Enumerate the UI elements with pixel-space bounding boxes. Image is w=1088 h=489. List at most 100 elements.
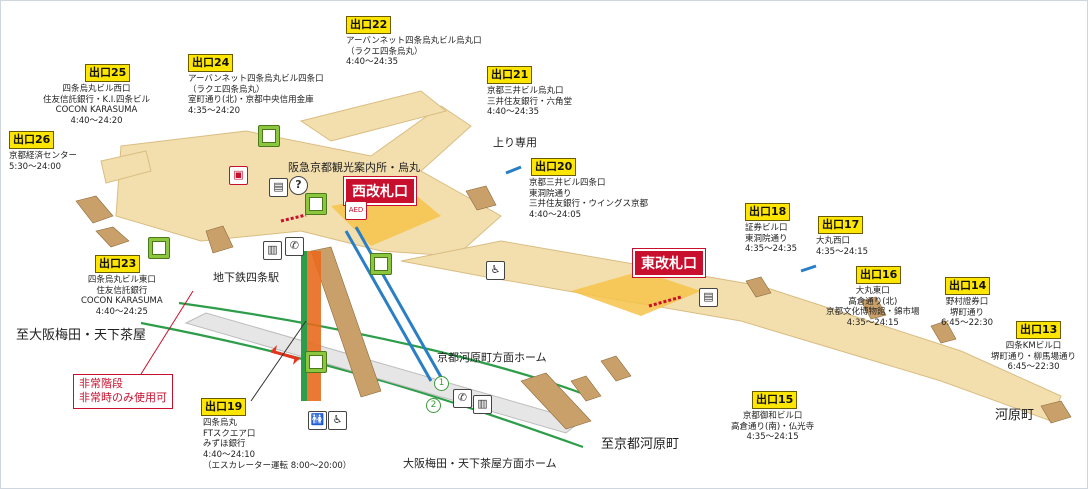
exit-23-line: 住友信託銀行 bbox=[96, 285, 148, 296]
exit-19-info: 四条烏丸 FTスクエア口 みずほ銀行 4:40～24:10 （エスカレーター運転… bbox=[203, 418, 351, 471]
exit-13-line: 6:45～22:30 bbox=[1007, 362, 1060, 373]
exit-22-line: 4:40～24:35 bbox=[346, 57, 399, 68]
exit-26-line: 5:30～24:00 bbox=[9, 161, 62, 172]
elevator-icon[interactable] bbox=[305, 351, 327, 373]
elevator-icon[interactable] bbox=[370, 253, 392, 275]
exit-19-line: FTスクエア口 bbox=[203, 428, 256, 439]
subway-shaft-green bbox=[301, 251, 307, 401]
west-gate-label[interactable]: 西改札口 bbox=[343, 176, 417, 206]
to-osaka-label: 至大阪梅田・天下茶屋 bbox=[16, 328, 147, 343]
platform-locker-icon[interactable]: ▥ bbox=[473, 395, 492, 414]
exit-19-badge[interactable]: 出口19 bbox=[201, 398, 247, 416]
emergency-stairs-note: 非常階段 非常時のみ使用可 bbox=[73, 374, 173, 409]
exit-19-line: 4:40～24:10 bbox=[203, 449, 256, 460]
exit-13-info: 四条KMビル口 堺町通り・柳馬場通り 6:45～22:30 bbox=[991, 341, 1076, 373]
exit-16-line: 大丸東口 bbox=[855, 286, 890, 296]
exit-15-line: 高倉通り(南)・仏光寺 bbox=[731, 421, 815, 432]
gate-barriers bbox=[280, 213, 682, 308]
coin-locker-icon[interactable]: ▥ bbox=[263, 241, 282, 260]
restroom-icon[interactable]: 🚻 bbox=[308, 411, 327, 430]
exit-16-info: 大丸東口 高倉通り(北) 京都文化博物館・錦市場 4:35～24:15 bbox=[826, 286, 920, 329]
exit-19-line: （エスカレーター運転 8:00～20:00） bbox=[203, 460, 352, 471]
aed-icon[interactable]: AED bbox=[345, 201, 367, 220]
emergency-leader bbox=[140, 290, 194, 375]
exit-22-badge[interactable]: 出口22 bbox=[346, 16, 392, 34]
exit-13-badge[interactable]: 出口13 bbox=[1016, 321, 1062, 339]
east-gate-zone bbox=[571, 271, 701, 316]
exit-25-line: COCON KARASUMA bbox=[55, 105, 138, 116]
exit-25-line: 住友信託銀行・K.I.四条ビル bbox=[43, 94, 150, 105]
corridor-northwest bbox=[100, 150, 152, 184]
exit-20-line: 4:40～24:05 bbox=[529, 209, 582, 220]
exit-18-badge[interactable]: 出口18 bbox=[745, 203, 791, 221]
exit-26-info: 京都経済センター 5:30～24:00 bbox=[9, 151, 77, 172]
exit-23-info: 四条烏丸ビル東口 住友信託銀行 COCON KARASUMA 4:40～24:2… bbox=[81, 275, 163, 318]
exit-17-badge[interactable]: 出口17 bbox=[818, 216, 864, 234]
exit-22-line: アーバンネット四条烏丸ビル烏丸口 bbox=[346, 36, 482, 46]
exit-24-line: アーバンネット四条烏丸ビル四条口 bbox=[188, 74, 324, 84]
exit-21-info: 京都三井ビル烏丸口 三井住友銀行・六角堂 4:40～24:35 bbox=[487, 86, 572, 118]
exit-22-info: アーバンネット四条烏丸ビル烏丸口 （ラクエ四条烏丸） 4:40～24:35 bbox=[346, 36, 482, 68]
exit-14-line: 堺町通り bbox=[950, 307, 985, 318]
concourse-west bbox=[115, 105, 502, 257]
exit-20-line: 三井住友銀行・ウイングス京都 bbox=[529, 199, 649, 210]
elevator-icon[interactable] bbox=[258, 125, 280, 147]
exit-14-badge[interactable]: 出口14 bbox=[945, 277, 991, 295]
info-icon[interactable]: ? bbox=[289, 176, 308, 195]
subway-shijo-label: 地下鉄四条駅 bbox=[213, 271, 279, 284]
exit-17-line: 4:35～24:15 bbox=[816, 246, 869, 257]
exit-25-badge[interactable]: 出口25 bbox=[85, 64, 131, 82]
ticket-office-icon[interactable]: ▤ bbox=[269, 178, 288, 197]
exit-18-info: 証券ビル口 東洞院通り 4:35～24:35 bbox=[745, 223, 797, 255]
exit-24-line: 室町通り(北)・京都中央信用金庫 bbox=[188, 95, 314, 106]
exit-25-line: 四条烏丸ビル西口 bbox=[62, 84, 131, 94]
accessible-restroom-icon[interactable]: ♿ bbox=[328, 411, 347, 430]
platform-phone-icon[interactable]: ✆ bbox=[453, 389, 472, 408]
exit-13-line: 四条KMビル口 bbox=[1005, 341, 1062, 351]
elevator-icon[interactable] bbox=[305, 193, 327, 215]
exit-23-line: 4:40～24:25 bbox=[95, 306, 148, 317]
direction-arrow bbox=[270, 349, 300, 361]
exit-15-info: 京都御和ビル口 高倉通り(南)・仏光寺 4:35～24:15 bbox=[731, 411, 814, 443]
exit-21-badge[interactable]: 出口21 bbox=[487, 66, 533, 84]
track-south bbox=[140, 321, 584, 449]
exit-16-line: 4:35～24:15 bbox=[846, 317, 899, 328]
exit-24-line: 4:35～24:20 bbox=[188, 105, 241, 116]
exit-21-line: 京都三井ビル烏丸口 bbox=[487, 86, 564, 96]
elevator-icon[interactable] bbox=[148, 237, 170, 259]
exit-19-line: みずほ銀行 bbox=[203, 439, 246, 450]
east-gate-label[interactable]: 東改札口 bbox=[632, 248, 706, 278]
up-only-label: 上り専用 bbox=[493, 136, 537, 149]
exit-24-info: アーバンネット四条烏丸ビル四条口 （ラクエ四条烏丸） 室町通り(北)・京都中央信… bbox=[188, 74, 324, 117]
exit-16-line: 京都文化博物館・錦市場 bbox=[826, 307, 920, 318]
emergency-line: 非常時のみ使用可 bbox=[79, 391, 167, 405]
east-ticket-office-icon[interactable]: ▤ bbox=[699, 288, 718, 307]
escalator-group bbox=[344, 165, 817, 382]
exit-15-badge[interactable]: 出口15 bbox=[752, 391, 798, 409]
exit19-leader bbox=[250, 320, 307, 402]
kawaramachi-label: 河原町 bbox=[995, 408, 1035, 423]
exit-23-line: 四条烏丸ビル東口 bbox=[87, 275, 156, 285]
platform-2-label: 大阪梅田・天下茶屋方面ホーム bbox=[403, 457, 557, 470]
exit-23-badge[interactable]: 出口23 bbox=[95, 255, 141, 273]
ticket-machine-icon[interactable]: ▣ bbox=[229, 166, 248, 185]
phone-icon[interactable]: ✆ bbox=[285, 237, 304, 256]
exit-14-line: 6:45～22:30 bbox=[941, 318, 994, 329]
exit-20-line: 東洞院通り bbox=[529, 188, 572, 199]
exit-16-line: 高倉通り(北) bbox=[848, 296, 898, 307]
exit-21-line: 三井住友銀行・六角堂 bbox=[487, 96, 573, 107]
exit-17-line: 大丸西口 bbox=[816, 236, 851, 246]
exit-23-line: COCON KARASUMA bbox=[81, 296, 163, 307]
exit-26-badge[interactable]: 出口26 bbox=[9, 131, 55, 149]
exit-25-info: 四条烏丸ビル西口 住友信託銀行・K.I.四条ビル COCON KARASUMA … bbox=[43, 84, 150, 127]
exit-16-badge[interactable]: 出口16 bbox=[856, 266, 902, 284]
exit-15-line: 京都御和ビル口 bbox=[742, 411, 803, 421]
stairs-group bbox=[75, 185, 1072, 430]
corridor-north bbox=[299, 90, 448, 142]
exit-24-line: （ラクエ四条烏丸） bbox=[188, 84, 265, 95]
accessible-route-icon[interactable]: ♿ bbox=[486, 261, 505, 280]
exit-20-badge[interactable]: 出口20 bbox=[531, 158, 577, 176]
exit-20-info: 京都三井ビル四条口 東洞院通り 三井住友銀行・ウイングス京都 4:40～24:0… bbox=[529, 178, 648, 221]
exit-24-badge[interactable]: 出口24 bbox=[188, 54, 234, 72]
exit-18-line: 4:35～24:35 bbox=[745, 244, 798, 255]
